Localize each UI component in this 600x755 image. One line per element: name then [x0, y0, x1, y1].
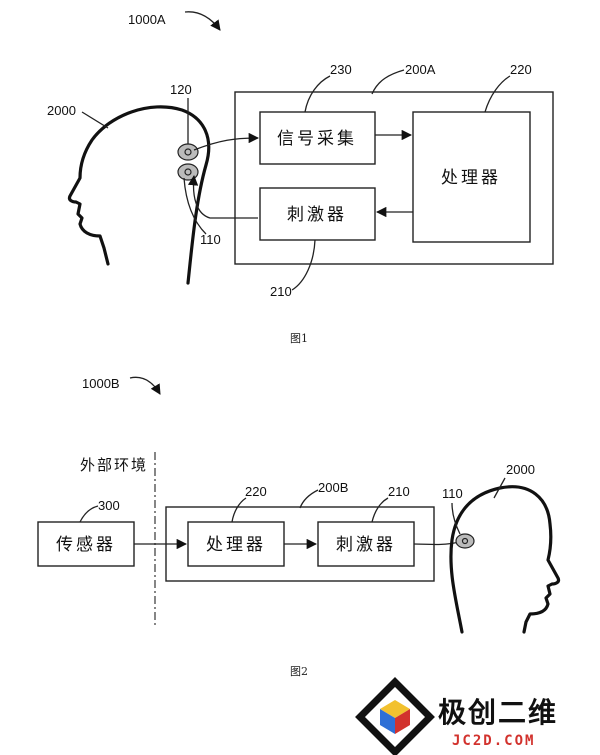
figure-1: 1000A 2000 120 110 200A 信号采集 230 处理器 220: [47, 11, 554, 345]
signal-acquisition-box: [259, 111, 376, 165]
signal-acquisition-label: 信号采集: [277, 129, 357, 149]
leader-230: [304, 75, 331, 113]
stimulator-box-2: [317, 521, 415, 567]
processor-ref-220-2: 220: [245, 484, 267, 499]
person-label-2000-2: 2000: [506, 462, 535, 477]
caption-figure-2: 图2: [290, 665, 308, 678]
leader-110: [183, 177, 207, 235]
cube-logo-icon: [355, 677, 435, 755]
leader-220: [484, 75, 511, 113]
leader-110-2: [451, 502, 461, 535]
stimulator-ref-210-2: 210: [388, 484, 410, 499]
leader-300: [79, 505, 99, 523]
leader-210: [291, 239, 316, 291]
external-environment-label: 外部环境: [80, 456, 148, 474]
figure-2: 1000B 外部环境 传感器 300 200B 处理器 220 刺激器 210 …: [37, 376, 561, 678]
wire-stimulator-to-electrode: [187, 174, 258, 219]
leader-210-2: [371, 497, 389, 523]
electrode-110: [177, 163, 199, 181]
leader-2000: [81, 111, 109, 129]
leader-200b: [299, 489, 319, 509]
processor-ref-220: 220: [510, 62, 532, 77]
stimulator-label-2: 刺激器: [336, 535, 396, 555]
caption-figure-1: 图1: [290, 332, 308, 345]
processor-box: [412, 111, 531, 243]
electrode-label-110: 110: [200, 232, 221, 247]
device-label-200b: 200B: [318, 480, 348, 495]
head-profile-1: [67, 105, 211, 285]
processor-box-2: [187, 521, 285, 567]
electrode-120: [177, 143, 199, 161]
leader-220-2: [231, 497, 247, 523]
watermark-logo: 极创二维 JC2D.COM: [355, 677, 558, 755]
electrode-label-120: 120: [170, 82, 192, 97]
system-label-1000b: 1000B: [82, 376, 120, 391]
watermark-brand: 极创二维: [438, 696, 558, 729]
head-profile-2: [449, 485, 561, 634]
sensor-label: 传感器: [56, 535, 116, 555]
system-arrow-2: [129, 376, 161, 395]
stimulator-label: 刺激器: [287, 205, 347, 225]
electrode-label-110-2: 110: [442, 486, 463, 501]
system-arrow: [184, 11, 221, 31]
sensor-box: [37, 521, 135, 567]
processor-label: 处理器: [441, 168, 501, 188]
stimulator-ref-210: 210: [270, 284, 292, 299]
sensor-ref-300: 300: [98, 498, 120, 513]
stimulator-box: [259, 187, 376, 241]
wire-stimulator-to-electrode-2: [413, 541, 461, 546]
leader-200a: [371, 69, 405, 95]
electrode-110-2: [455, 533, 475, 549]
device-label-200a: 200A: [405, 62, 436, 77]
leader-2000-2: [493, 477, 506, 499]
watermark-site: JC2D.COM: [452, 733, 535, 749]
wire-electrode-to-signal: [193, 132, 260, 151]
signal-ref-230: 230: [330, 62, 352, 77]
processor-label-2: 处理器: [206, 535, 266, 555]
person-label-2000: 2000: [47, 103, 76, 118]
system-label-1000a: 1000A: [128, 12, 166, 27]
